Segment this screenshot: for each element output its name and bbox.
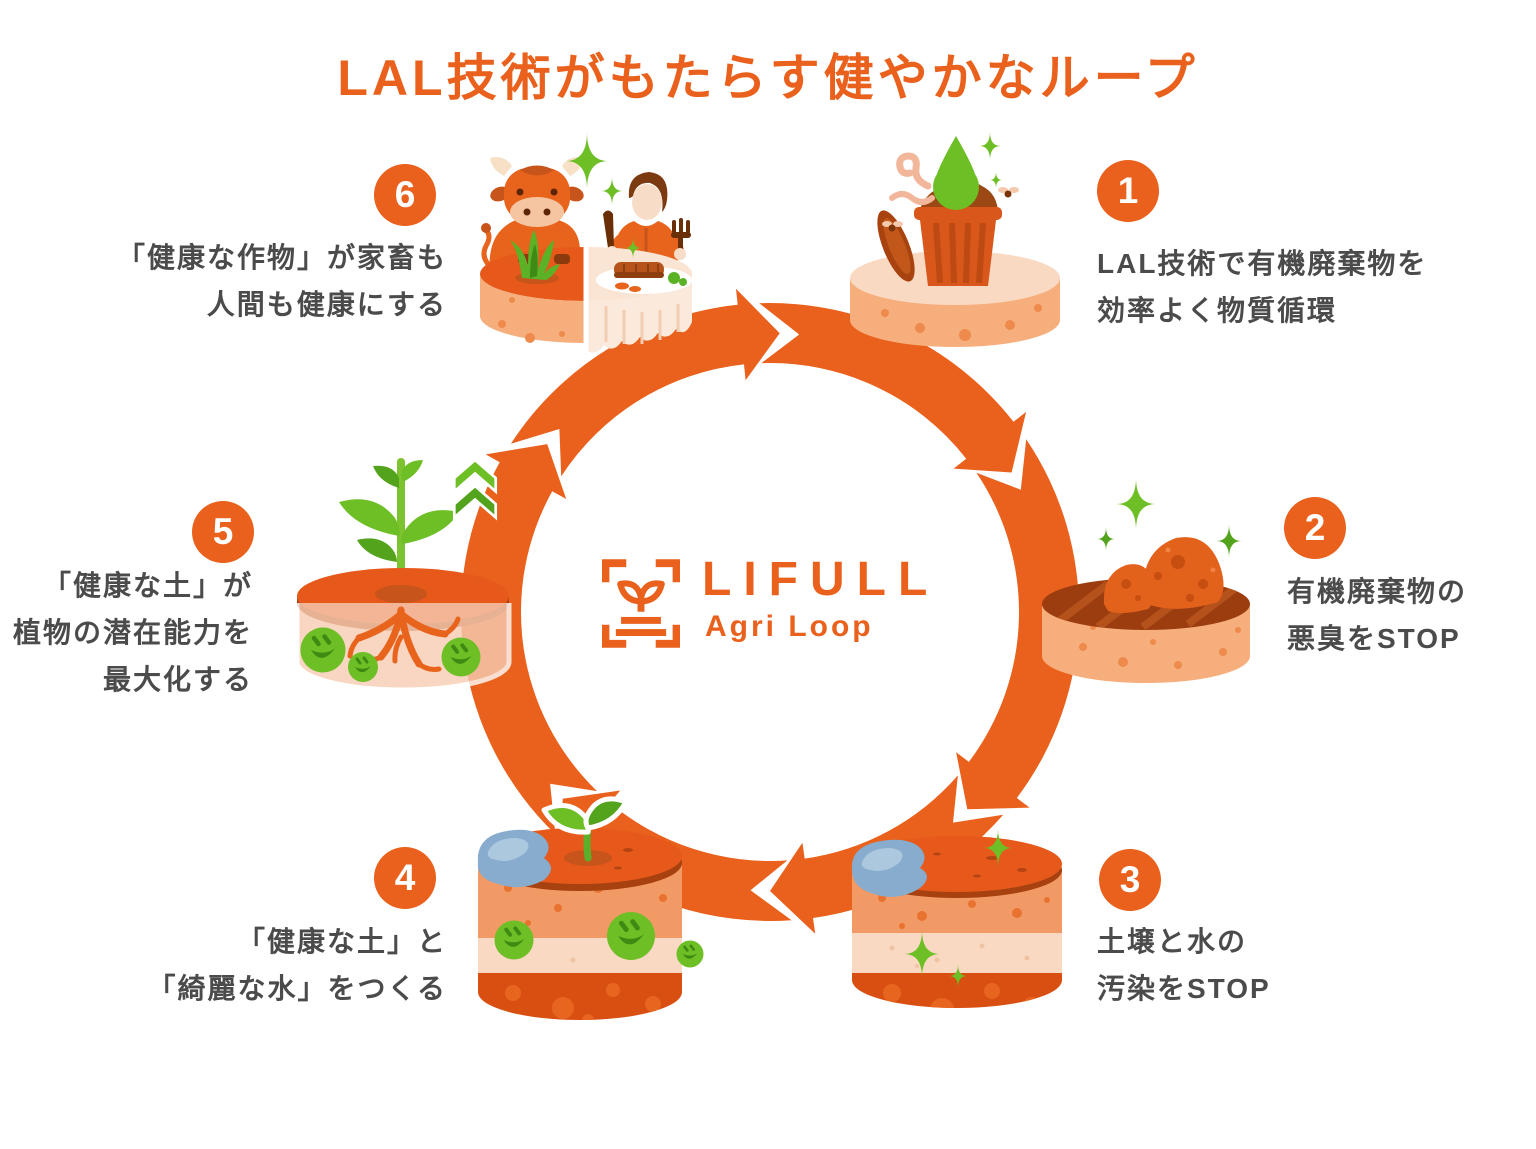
step-5-number-badge: 5 [192, 501, 254, 563]
step-text-line: 「健康な土」が [42, 570, 253, 601]
step-text-line: LAL技術で有機廃棄物を [1097, 248, 1428, 279]
soil-top-marks [933, 852, 1027, 878]
step-1-number-badge: 1 [1097, 160, 1159, 222]
trash-lid-icon [877, 210, 915, 282]
frame-bracket-icon [602, 559, 680, 648]
soil-speckles [1079, 624, 1241, 669]
step-2-illustration-compost-pile [1042, 477, 1250, 683]
step-text-line: 「健康な作物」が家畜も [116, 242, 447, 273]
step-1-illustration-organic-waste-bin [850, 131, 1060, 347]
water-drop-icon [933, 136, 979, 210]
step-text-line: 汚染をSTOP [1097, 973, 1271, 1004]
fly-icon [998, 187, 1019, 198]
step-text-line: 人間も健康にする [206, 289, 447, 320]
step-text-line: 「綺麗な水」をつくる [147, 973, 447, 1004]
sparkle-icon [979, 131, 1001, 161]
microbe-icon [492, 918, 536, 962]
sparkle-icon [1216, 524, 1242, 558]
step-text-line: 悪臭をSTOP [1287, 623, 1461, 654]
microbe-icon [439, 635, 483, 679]
step-4-number-badge: 4 [374, 847, 436, 909]
step-6-illustration-cow-and-meal [480, 132, 692, 353]
tablecloth-folds [604, 304, 680, 344]
loop-arrow-segment [956, 439, 1080, 810]
soil-speckles [498, 297, 565, 343]
step-text-line: 効率よく物質循環 [1097, 295, 1338, 326]
step-2-label: 有機廃棄物の 悪臭をSTOP [1287, 568, 1467, 662]
step-2-number-badge: 2 [1284, 497, 1346, 559]
growth-chevron-icon [452, 484, 498, 519]
microbe-icon [675, 939, 705, 969]
step-4-illustration-healthy-soil-sprout [477, 796, 705, 1020]
step-6-number-badge: 6 [374, 164, 436, 226]
sparkle-icon [989, 171, 1003, 189]
stench-swirl-icon [896, 152, 932, 190]
loop-arrow-segment [460, 444, 597, 835]
step-4-label: 「健康な土」と 「綺麗な水」をつくる [148, 918, 447, 1012]
brand-name: LIFULL [702, 553, 940, 606]
lifull-agri-loop-logo-icon [602, 559, 680, 648]
loop-arrow-segment [759, 303, 1027, 473]
sprout-soil-glyph [615, 580, 667, 636]
grass-icon [510, 230, 560, 284]
water-patch [851, 839, 927, 897]
soil-side-quarter [480, 274, 586, 343]
step-3-number-badge: 3 [1099, 849, 1161, 911]
brand-subtitle: Agri Loop [705, 610, 874, 643]
cow-hoof [554, 254, 570, 264]
water-patch [477, 829, 551, 888]
step-text-line: 土壌と水の [1097, 926, 1248, 957]
step-text-line: 最大化する [102, 664, 253, 695]
sprout-icon [541, 796, 629, 866]
sparkle-icon [565, 132, 609, 190]
step-5-illustration-plant-potential [294, 458, 512, 693]
page-title: LAL技術がもたらす健やかなループ [337, 50, 1199, 106]
step-5-label: 「健康な土」が 植物の潜在能力を 最大化する [13, 562, 253, 703]
step-3-illustration-clean-soil-water [851, 828, 1062, 1008]
plant-icon [339, 458, 459, 598]
stench-wave-icon [889, 191, 935, 205]
loop-arrow-segment [510, 288, 780, 477]
step-text-line: 植物の潜在能力を [12, 617, 253, 648]
meal-plate [596, 262, 692, 294]
step-text-line: 有機廃棄物の [1287, 576, 1468, 607]
microbe-icon [346, 650, 380, 684]
compost-mounds [1103, 537, 1224, 614]
step-text-line: 「健康な土」と [236, 926, 447, 957]
step-3-label: 土壌と水の 汚染をSTOP [1097, 918, 1271, 1012]
sparkle-icon [1116, 477, 1156, 531]
step-1-label: LAL技術で有機廃棄物を 効率よく物質循環 [1097, 240, 1427, 334]
microbe-icon [301, 628, 346, 673]
microbe-icon [607, 912, 655, 960]
step-6-label: 「健康な作物」が家畜も 人間も健康にする [117, 234, 447, 328]
sparkle-icon [601, 176, 623, 206]
trash-bin-icon [914, 207, 1002, 286]
stem-mound [375, 585, 427, 603]
knife-icon [603, 210, 614, 248]
tablecloth [586, 274, 692, 353]
fly-icon [882, 221, 903, 232]
sparkle-icon [1097, 527, 1115, 551]
